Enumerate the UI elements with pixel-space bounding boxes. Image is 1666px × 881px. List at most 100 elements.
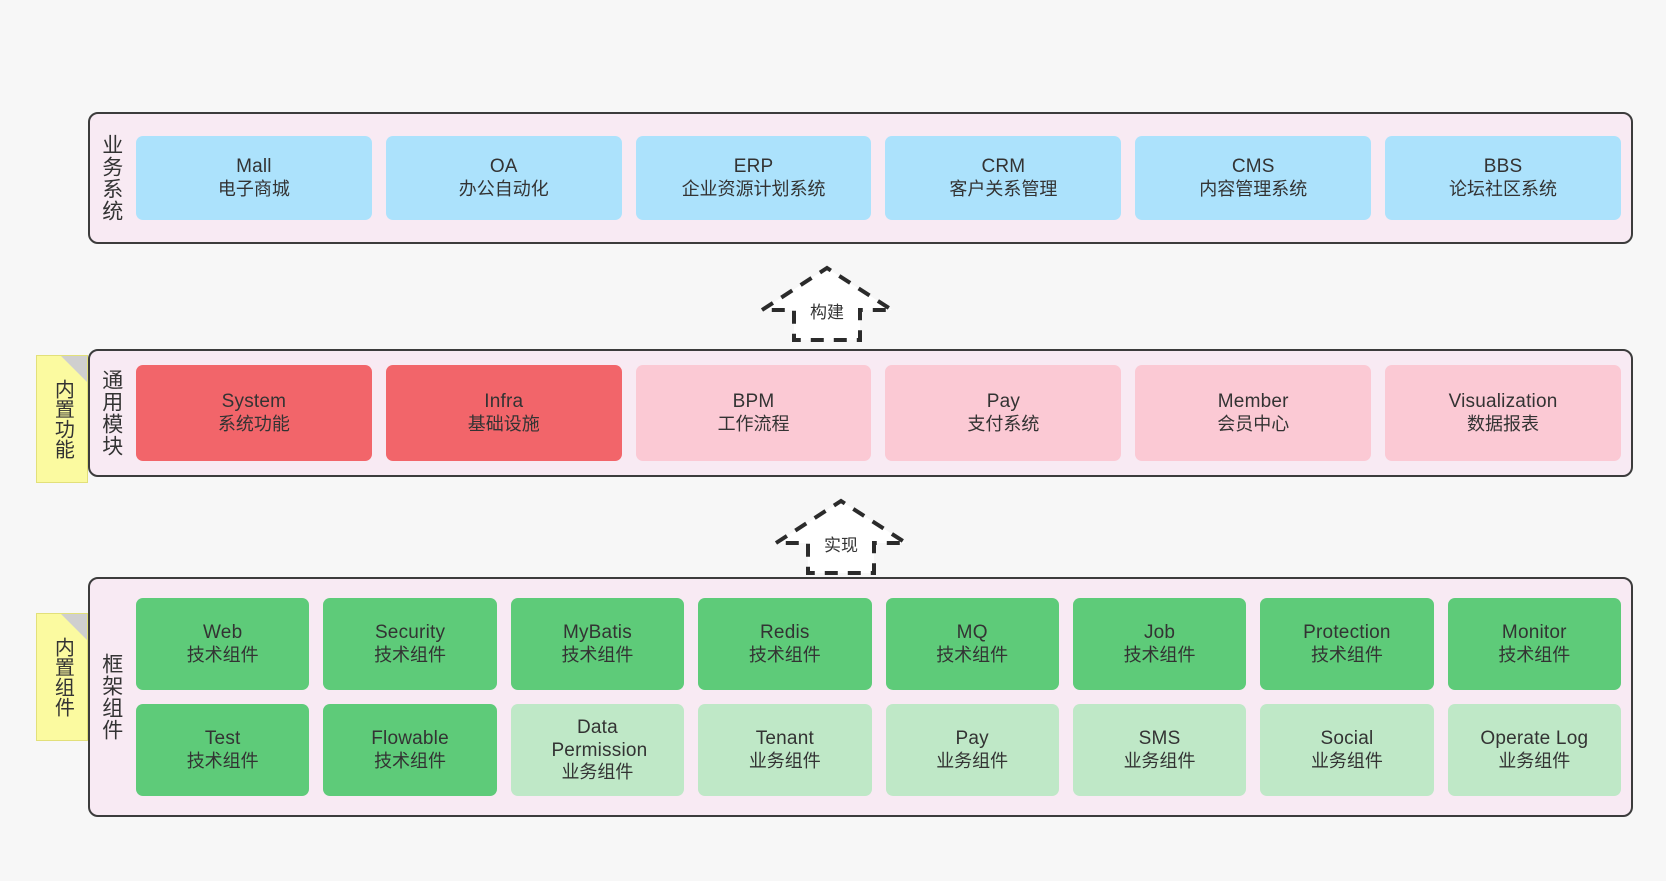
card-operate-log[interactable]: Operate Log 业务组件 (1447, 704, 1621, 796)
card-title-cn: 系统功能 (217, 413, 290, 434)
card-data-permission[interactable]: Data Permission 业务组件 (510, 704, 685, 796)
layer-title-common-module: 通用模块 (99, 369, 123, 457)
card-system[interactable]: System 系统功能 (136, 365, 372, 461)
card-title-cn: 业务组件 (748, 750, 821, 771)
card-title-cn: 内容管理系统 (1199, 178, 1308, 199)
card-title-en: Web (203, 622, 243, 644)
card-title-cn: 技术组件 (561, 644, 634, 665)
card-member[interactable]: Member 会员中心 (1135, 365, 1372, 461)
card-title-cn: 会员中心 (1217, 413, 1290, 434)
card-title-cn: 工作流程 (717, 413, 790, 434)
card-job[interactable]: Job 技术组件 (1072, 598, 1247, 690)
card-title-cn: 数据报表 (1467, 413, 1540, 434)
layer-title-framework-component: 框架组件 (99, 653, 123, 741)
card-tenant[interactable]: Tenant 业务组件 (698, 704, 872, 796)
layer-body-common-module: System 系统功能 Infra 基础设施 BPM 工作流程 Pay 支付系统… (132, 351, 1631, 475)
card-redis[interactable]: Redis 技术组件 (698, 598, 872, 690)
arrow-implement: 实现 (766, 495, 916, 577)
card-title-cn: 业务组件 (561, 762, 634, 783)
card-title-cn: 支付系统 (967, 413, 1040, 434)
card-title-cn: 客户关系管理 (949, 178, 1058, 199)
card-title-cn: 技术组件 (1498, 644, 1571, 665)
layer-framework-component: 框架组件 Web 技术组件 Security 技术组件 MyBatis 技术组件… (88, 577, 1633, 817)
card-title-cn: 技术组件 (1123, 644, 1196, 665)
sticky-note-builtin-features: 内置功能 (36, 355, 88, 483)
card-title-en: Protection (1303, 622, 1391, 644)
card-protection[interactable]: Protection 技术组件 (1260, 598, 1434, 690)
card-title-cn: 论坛社区系统 (1449, 178, 1558, 199)
card-title-en: Mall (236, 156, 272, 178)
card-row: Web 技术组件 Security 技术组件 MyBatis 技术组件 Redi… (136, 598, 1621, 690)
card-title-cn: 业务组件 (936, 750, 1009, 771)
card-title-en: Security (374, 622, 446, 644)
card-mq[interactable]: MQ 技术组件 (885, 598, 1059, 690)
card-web[interactable]: Web 技术组件 (136, 598, 310, 690)
card-title-en: Operate Log (1480, 728, 1589, 750)
card-mall[interactable]: Mall 电子商城 (136, 136, 372, 220)
card-title-en: Tenant (755, 728, 814, 750)
card-title-en: Visualization (1448, 391, 1558, 413)
card-title-en: BBS (1483, 156, 1523, 178)
card-title-cn: 基础设施 (467, 413, 540, 434)
card-row: Test 技术组件 Flowable 技术组件 Data Permission … (136, 704, 1621, 796)
card-row: Mall 电子商城 OA 办公自动化 ERP 企业资源计划系统 CRM 客户关系… (136, 136, 1621, 220)
sticky-note-builtin-components: 内置组件 (36, 613, 88, 741)
card-pay-business[interactable]: Pay 业务组件 (885, 704, 1059, 796)
card-title-cn: 技术组件 (748, 644, 821, 665)
card-title-en: ERP (733, 156, 774, 178)
card-title-en: Job (1143, 622, 1176, 644)
card-title-cn: 业务组件 (1498, 750, 1571, 771)
card-title-en: BPM (732, 391, 775, 413)
arrow-build-label: 构建 (810, 303, 844, 322)
layer-common-module: 通用模块 System 系统功能 Infra 基础设施 BPM 工作流程 Pay… (88, 349, 1633, 477)
card-title-en: Pay (986, 391, 1021, 413)
card-title-en: Social (1320, 728, 1374, 750)
card-title-en: CMS (1231, 156, 1275, 178)
card-title-cn: 技术组件 (186, 644, 259, 665)
arrow-implement-label: 实现 (824, 536, 858, 555)
card-title-cn: 企业资源计划系统 (681, 178, 826, 199)
card-title-cn: 技术组件 (936, 644, 1009, 665)
card-pay[interactable]: Pay 支付系统 (885, 365, 1122, 461)
card-title-en: Infra (484, 391, 524, 413)
card-title-en: SMS (1138, 728, 1181, 750)
card-title-en: Data Permission (551, 716, 648, 762)
card-title-en: Pay (955, 728, 989, 750)
card-title-en: OA (489, 156, 518, 178)
card-row: System 系统功能 Infra 基础设施 BPM 工作流程 Pay 支付系统… (136, 365, 1621, 461)
card-oa[interactable]: OA 办公自动化 (385, 136, 622, 220)
card-title-en: Redis (760, 622, 810, 644)
card-title-cn: 业务组件 (1123, 750, 1196, 771)
card-title-cn: 技术组件 (1310, 644, 1383, 665)
card-title-cn: 办公自动化 (458, 178, 549, 199)
card-bpm[interactable]: BPM 工作流程 (635, 365, 872, 461)
card-infra[interactable]: Infra 基础设施 (385, 365, 622, 461)
card-cms[interactable]: CMS 内容管理系统 (1135, 136, 1372, 220)
card-title-en: Flowable (371, 728, 449, 750)
card-title-en: CRM (981, 156, 1026, 178)
card-title-en: Monitor (1501, 622, 1567, 644)
card-monitor[interactable]: Monitor 技术组件 (1447, 598, 1621, 690)
card-title-en: System (221, 391, 287, 413)
layer-body-framework-component: Web 技术组件 Security 技术组件 MyBatis 技术组件 Redi… (132, 579, 1631, 815)
card-title-en: Member (1217, 391, 1289, 413)
card-visualization[interactable]: Visualization 数据报表 (1385, 365, 1621, 461)
card-security[interactable]: Security 技术组件 (323, 598, 497, 690)
card-title-en: Test (204, 728, 241, 750)
layer-title-business-system: 业务系统 (99, 134, 123, 222)
card-crm[interactable]: CRM 客户关系管理 (885, 136, 1122, 220)
card-sms[interactable]: SMS 业务组件 (1072, 704, 1247, 796)
card-erp[interactable]: ERP 企业资源计划系统 (635, 136, 872, 220)
card-title-cn: 技术组件 (374, 644, 447, 665)
card-social[interactable]: Social 业务组件 (1260, 704, 1434, 796)
arrow-build: 构建 (752, 262, 902, 344)
card-title-en: MyBatis (562, 622, 632, 644)
card-title-cn: 技术组件 (186, 750, 259, 771)
card-mybatis[interactable]: MyBatis 技术组件 (510, 598, 685, 690)
card-title-en: MQ (956, 622, 988, 644)
card-flowable[interactable]: Flowable 技术组件 (323, 704, 497, 796)
card-bbs[interactable]: BBS 论坛社区系统 (1385, 136, 1621, 220)
card-title-cn: 技术组件 (374, 750, 447, 771)
card-test[interactable]: Test 技术组件 (136, 704, 310, 796)
